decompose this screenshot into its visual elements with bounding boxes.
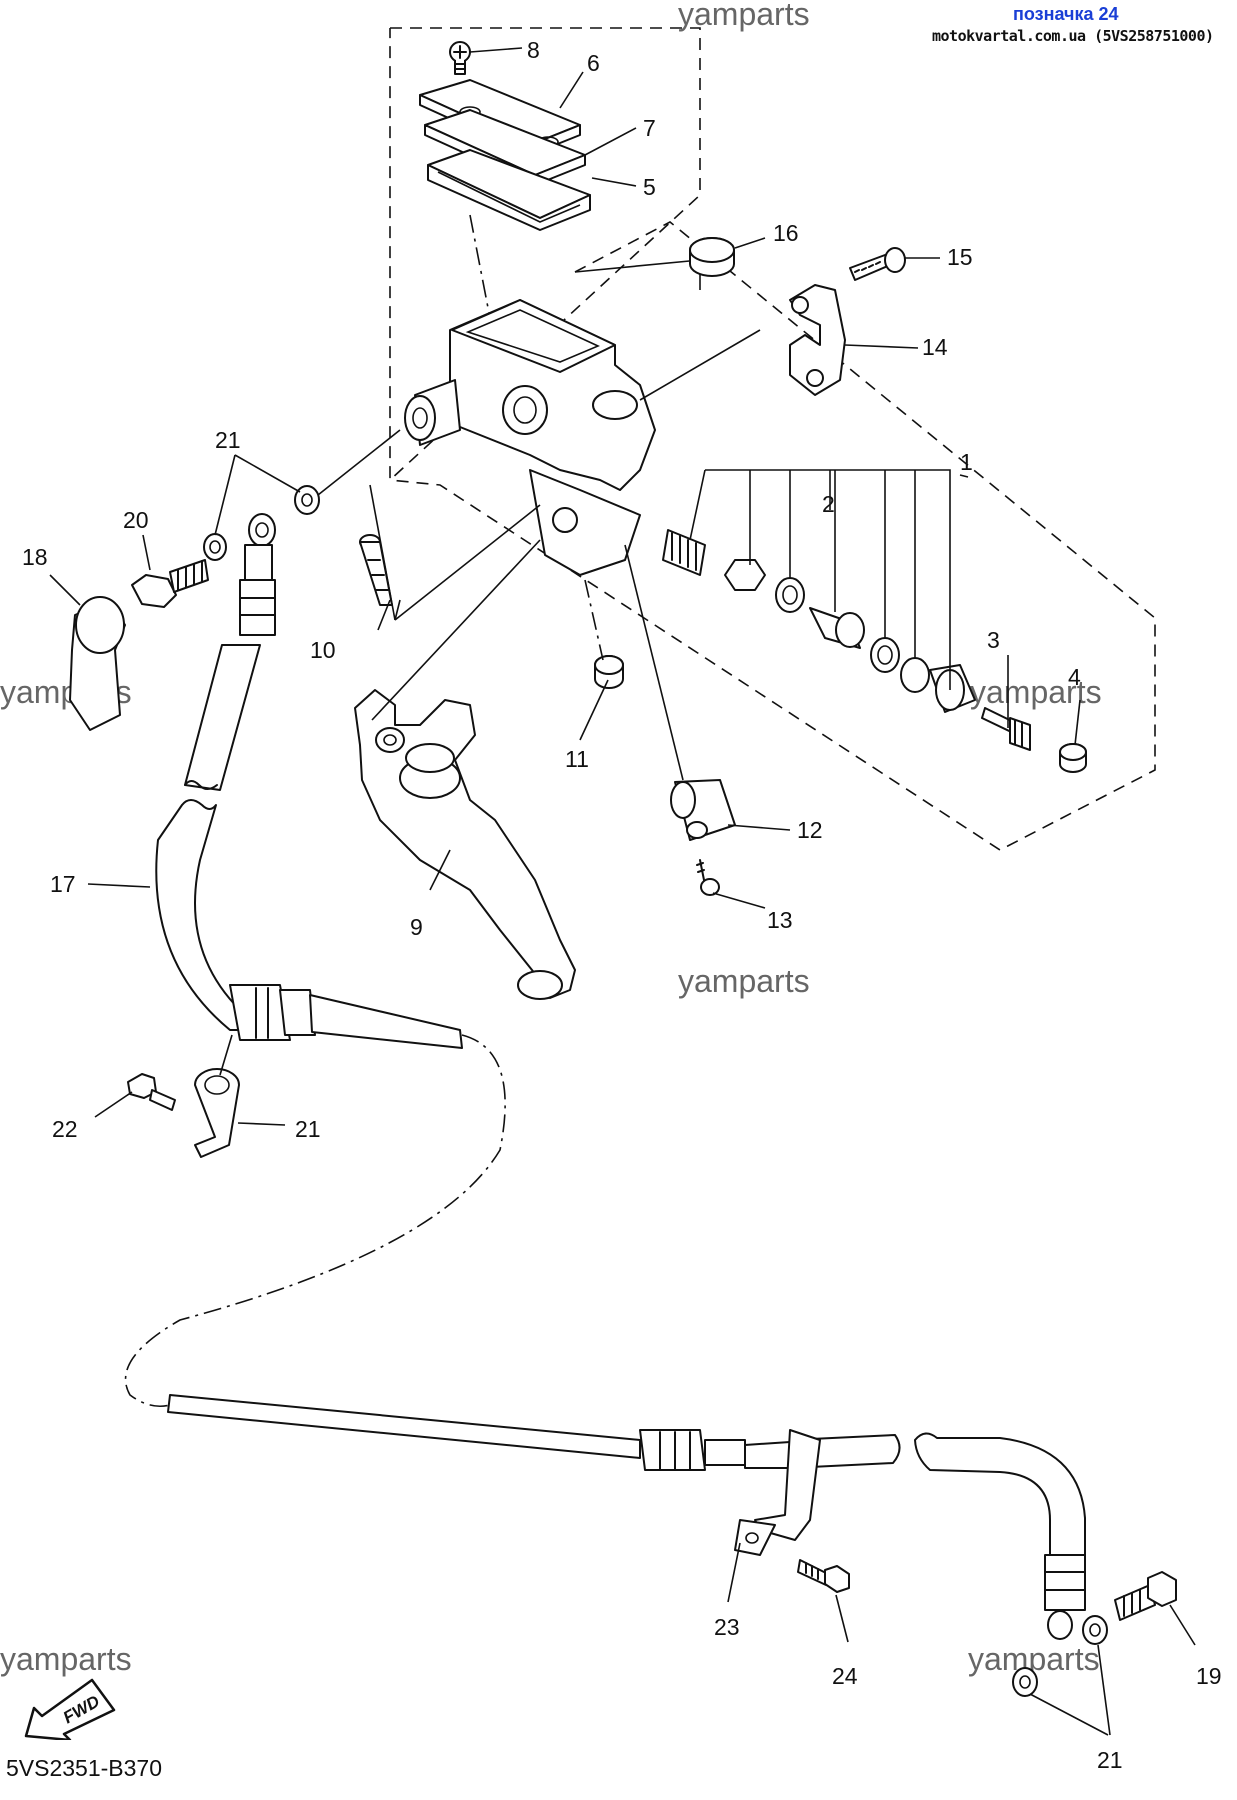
fwd-arrow-icon: FWD — [24, 1678, 116, 1740]
callout-4: 4 — [1068, 664, 1081, 690]
washer-21-bottom-a — [1082, 1615, 1108, 1645]
nut-4 — [1059, 743, 1087, 773]
callout-5: 5 — [643, 174, 656, 200]
callout-24: 23 — [714, 1614, 740, 1640]
callout-15: 15 — [947, 244, 973, 270]
callout-6: 6 — [587, 50, 600, 76]
callout-25: 24 — [832, 1663, 858, 1689]
callout-3: 3 — [987, 627, 1000, 653]
callout-2: 2 — [822, 491, 835, 517]
bolt-20 — [131, 559, 209, 608]
hose-17-lower — [155, 799, 463, 1049]
callout-11: 11 — [565, 746, 589, 772]
switch-12 — [670, 779, 736, 841]
callout-18: 18 — [22, 544, 48, 570]
callout-17: 17 — [50, 871, 76, 897]
bolt-19 — [1114, 1571, 1177, 1621]
callout-13: 13 — [767, 907, 793, 933]
callout-16: 16 — [773, 220, 799, 246]
callout-12: 12 — [797, 817, 823, 843]
clamp-22 — [194, 1068, 240, 1158]
callout-7: 7 — [643, 115, 656, 141]
source-label: позначка 24 — [1013, 4, 1119, 24]
hose-lower — [167, 1394, 1086, 1640]
watermark: yamparts — [0, 1641, 132, 1677]
nut-11 — [594, 655, 624, 689]
callout-8: 8 — [527, 37, 540, 63]
pin-3 — [981, 707, 1031, 751]
bolt-25 — [797, 1559, 850, 1593]
callout-1: 1 — [960, 449, 973, 475]
clamp-14 — [789, 284, 846, 396]
watermark: yamparts — [678, 0, 810, 32]
watermark: yamparts — [678, 963, 810, 999]
washer-21-top — [294, 485, 320, 515]
screw-8 — [449, 41, 471, 75]
piston-kit-2 — [662, 469, 976, 713]
diagram-reference-code: 5VS2351-B370 — [6, 1755, 163, 1781]
hose-17-upper — [184, 513, 276, 791]
cap-16 — [689, 237, 735, 277]
callout-10: 10 — [310, 637, 336, 663]
washer-21-bottom-b — [1012, 1667, 1038, 1697]
callout-9: 9 — [410, 914, 423, 940]
watermark: yamparts — [970, 674, 1102, 710]
callout-19: 19 — [1196, 1663, 1222, 1689]
bracket-24 — [734, 1429, 821, 1556]
callout-20: 20 — [123, 507, 149, 533]
bolt-15 — [849, 247, 906, 281]
screw-13 — [696, 859, 720, 896]
bolt-10 — [359, 534, 393, 606]
callout-23: 22 — [52, 1116, 78, 1142]
lever-9 — [354, 689, 576, 1000]
callout-21-bottom: 21 — [1097, 1747, 1123, 1773]
source-site: motokvartal.com.ua (5VS258751000) — [932, 27, 1214, 45]
callout-22: 21 — [295, 1116, 321, 1142]
reservoir-group-box — [389, 27, 701, 482]
master-cylinder-body — [404, 299, 656, 576]
callout-21: 21 — [215, 427, 241, 453]
washer-21-mid — [203, 533, 227, 561]
master-cylinder-assembly-box — [389, 221, 1156, 851]
callout-14: 14 — [922, 334, 948, 360]
diaphragm-5 — [427, 149, 591, 231]
bolt-23 — [127, 1073, 176, 1111]
leader-lines — [49, 47, 1196, 1736]
boot-18 — [69, 596, 126, 731]
